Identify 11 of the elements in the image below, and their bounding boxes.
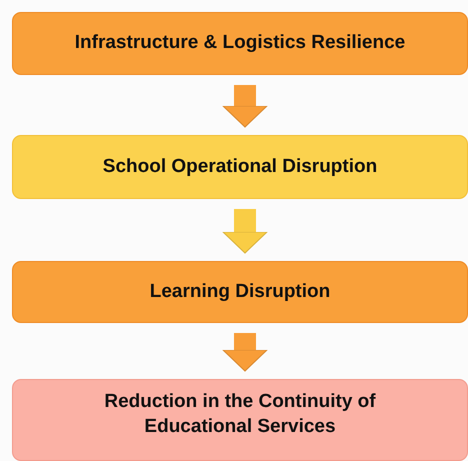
box-label: Learning Disruption xyxy=(150,280,330,304)
box-label: Reduction in the Continuity of Educational Services xyxy=(103,390,377,439)
process-box xyxy=(12,12,468,75)
process-box xyxy=(12,135,468,199)
arrow xyxy=(222,209,268,254)
process-box xyxy=(12,261,468,323)
arrow xyxy=(222,85,268,128)
process-box xyxy=(12,379,468,461)
box-label: School Operational Disruption xyxy=(102,154,378,179)
arrow xyxy=(222,333,268,372)
box-label: Infrastructure & Logistics Resilience xyxy=(74,31,406,56)
